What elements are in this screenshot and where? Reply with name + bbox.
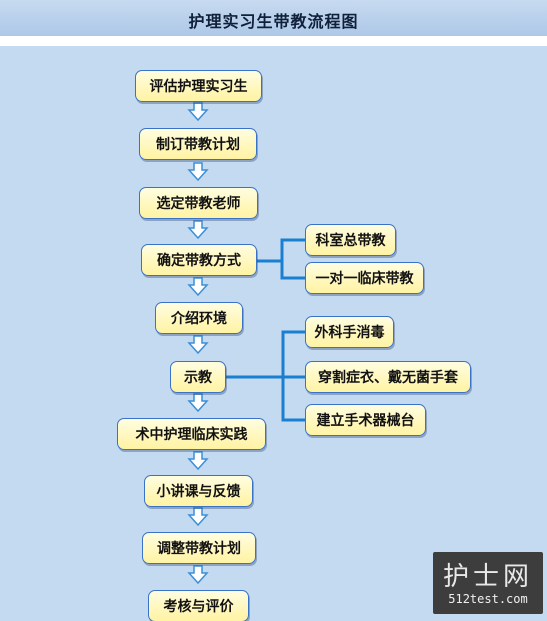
step-demonstration: 示教 bbox=[170, 361, 226, 393]
step-teaching-method: 确定带教方式 bbox=[141, 244, 257, 276]
method-branch-connector bbox=[254, 238, 307, 280]
arrow-down-icon bbox=[187, 335, 209, 355]
step-evaluation: 考核与评价 bbox=[148, 590, 249, 621]
step-select-teacher: 选定带教老师 bbox=[139, 187, 258, 219]
arrow-down-icon bbox=[187, 277, 209, 297]
arrow-down-icon bbox=[187, 393, 209, 413]
watermark-logo: 护士网 512test.com bbox=[433, 552, 543, 614]
watermark-logo-text: 护士网 bbox=[442, 562, 533, 592]
arrow-down-icon bbox=[187, 102, 209, 122]
arrow-down-icon bbox=[187, 220, 209, 240]
step-adjust-plan: 调整带教计划 bbox=[142, 532, 256, 564]
header-bar bbox=[0, 0, 547, 42]
step-introduce-environment: 介绍环境 bbox=[155, 302, 243, 334]
page-title: 护理实习生带教流程图 bbox=[188, 12, 359, 31]
branch-instrument-table: 建立手术器械台 bbox=[305, 404, 426, 436]
branch-one-on-one-teaching: 一对一临床带教 bbox=[305, 262, 424, 294]
step-clinical-practice: 术中护理临床实践 bbox=[117, 418, 266, 450]
step-lecture-feedback: 小讲课与反馈 bbox=[144, 475, 253, 507]
arrow-down-icon bbox=[187, 565, 209, 585]
demo-branch-connector bbox=[224, 330, 307, 422]
branch-gown-and-gloves: 穿割症衣、戴无菌手套 bbox=[305, 361, 471, 393]
header-divider bbox=[0, 36, 547, 42]
arrow-down-icon bbox=[187, 162, 209, 182]
watermark-url: 512test.com bbox=[448, 592, 528, 606]
arrow-down-icon bbox=[187, 507, 209, 527]
arrow-down-icon bbox=[187, 451, 209, 471]
branch-department-teacher: 科室总带教 bbox=[305, 224, 396, 256]
step-assess: 评估护理实习生 bbox=[135, 70, 262, 102]
step-arrows bbox=[187, 102, 209, 585]
diagram-panel bbox=[0, 46, 547, 621]
branch-hand-disinfection: 外科手消毒 bbox=[305, 316, 394, 348]
step-plan: 制订带教计划 bbox=[139, 128, 257, 160]
